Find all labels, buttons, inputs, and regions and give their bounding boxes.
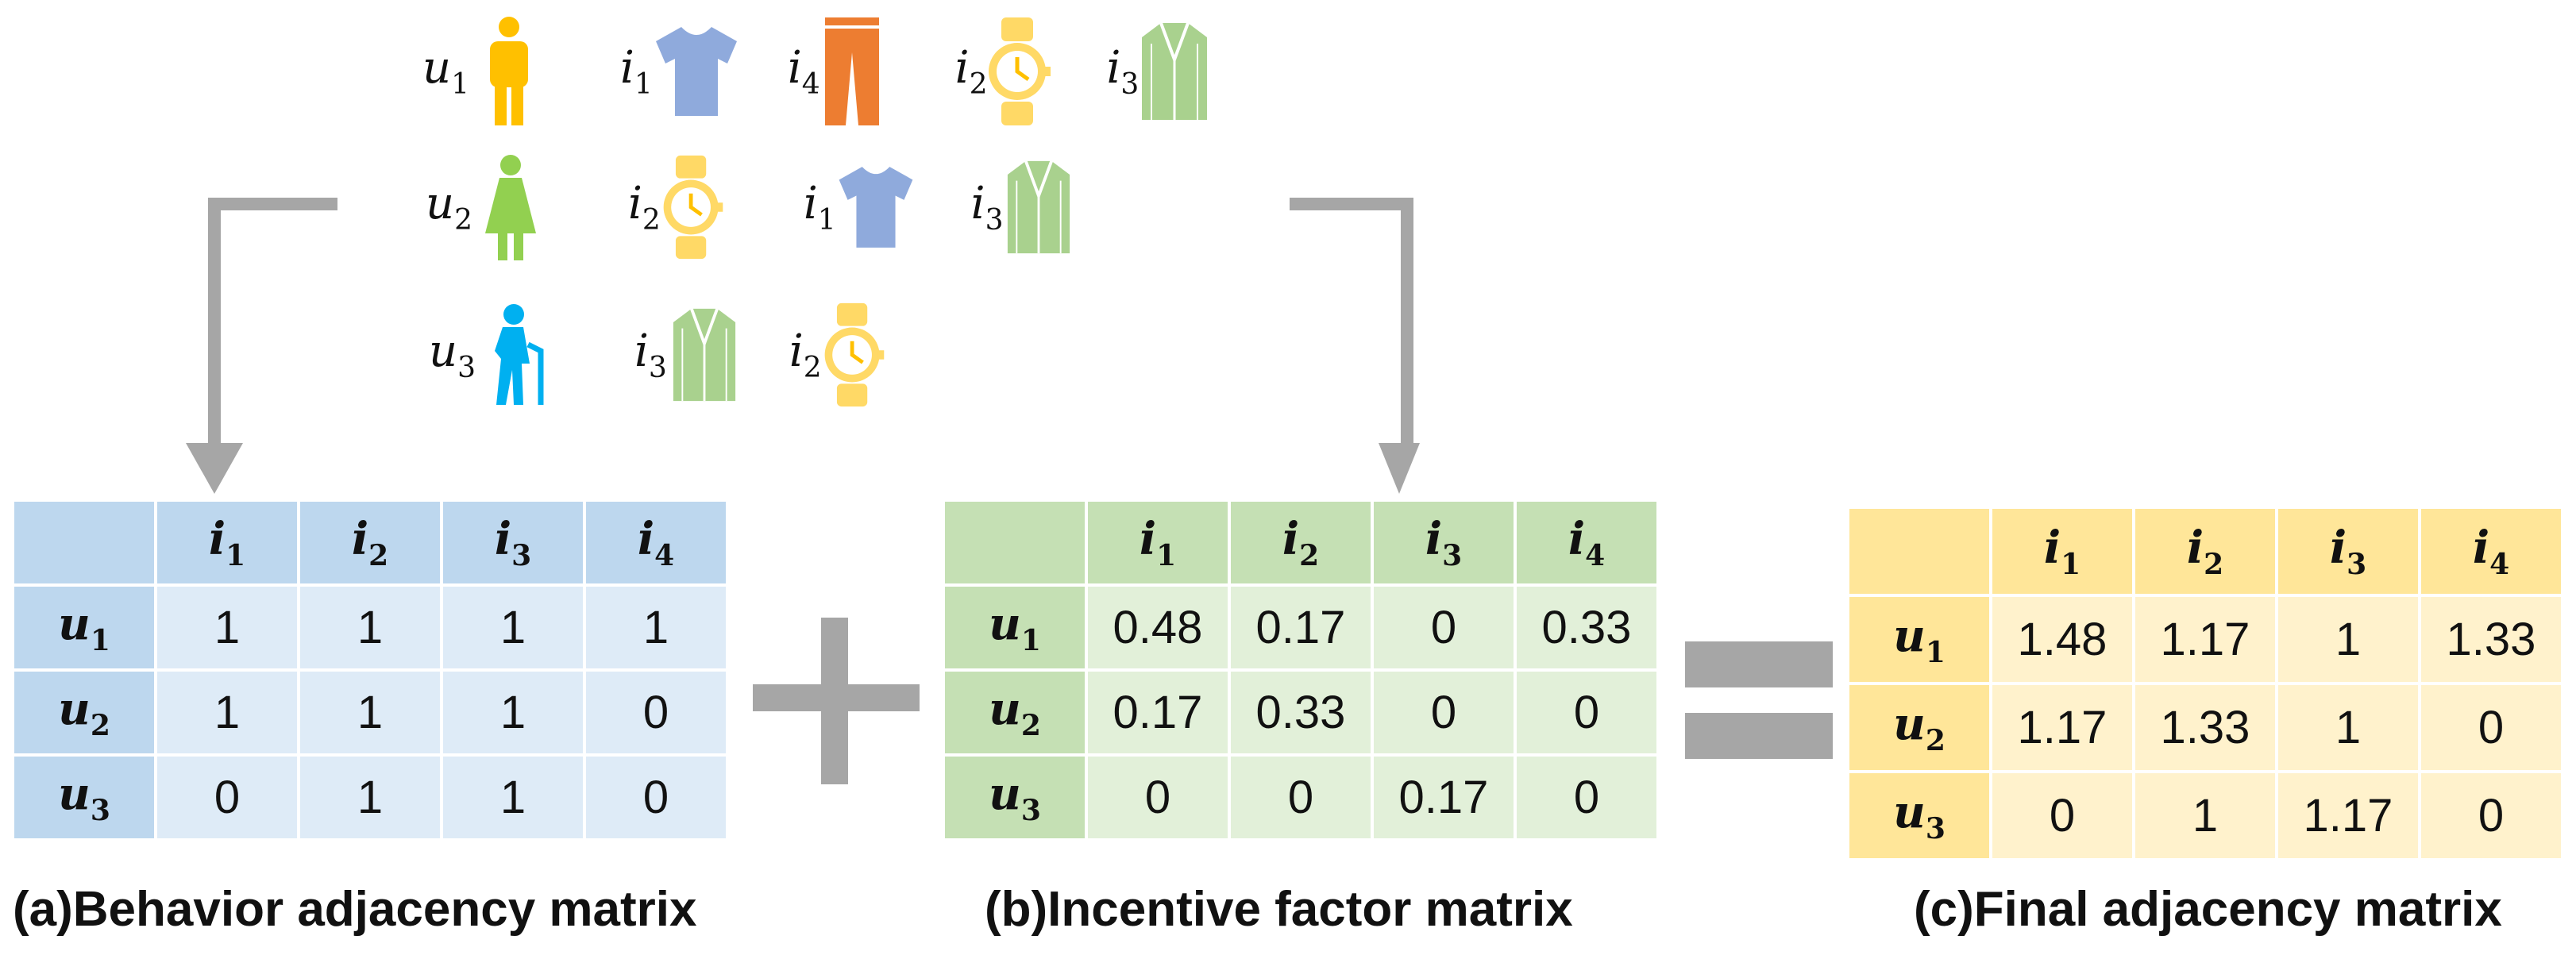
final-adjacency-matrix: i1 i2 i3 i4 u1 1.48 1.17 1 1.33 u2 1.17 … bbox=[1846, 506, 2564, 861]
matrix-cell: 1.48 bbox=[1989, 594, 2135, 685]
jacket-icon bbox=[1008, 160, 1070, 254]
matrix-cell: 0 bbox=[1514, 753, 1660, 841]
pants-icon bbox=[824, 17, 879, 125]
jacket-icon bbox=[1142, 22, 1208, 120]
row-header-u1: u1 bbox=[11, 583, 157, 672]
watch-icon bbox=[989, 17, 1051, 125]
matrix-cell: 0.17 bbox=[1371, 753, 1517, 841]
row-header-u3: u3 bbox=[942, 753, 1088, 841]
item-label: i2 bbox=[954, 42, 988, 101]
matrix-cell: 1 bbox=[2132, 770, 2278, 861]
col-header-i2: i2 bbox=[2132, 506, 2278, 597]
incentive-factor-matrix: i1 i2 i3 i4 u1 0.48 0.17 0 0.33 u2 0.17 … bbox=[942, 499, 1660, 841]
matrix-cell: 1 bbox=[297, 668, 443, 757]
elderly-person-icon bbox=[494, 304, 544, 405]
col-header-i4: i4 bbox=[583, 499, 729, 587]
row-header-u2: u2 bbox=[942, 668, 1088, 757]
matrix-cell: 0 bbox=[1228, 753, 1374, 841]
matrix-cell: 1.17 bbox=[2275, 770, 2421, 861]
col-header-i2: i2 bbox=[1228, 499, 1374, 587]
col-header-i4: i4 bbox=[2418, 506, 2564, 597]
matrix-cell: 0 bbox=[154, 753, 300, 841]
caption-behavior-matrix: (a)Behavior adjacency matrix bbox=[13, 882, 697, 937]
col-header-i1: i1 bbox=[1989, 506, 2135, 597]
matrix-cell: 0 bbox=[583, 753, 729, 841]
caption-incentive-matrix: (b)Incentive factor matrix bbox=[985, 882, 1573, 937]
col-header-i4: i4 bbox=[1514, 499, 1660, 587]
item-label: i2 bbox=[627, 178, 661, 237]
woman-icon bbox=[484, 155, 536, 260]
matrix-cell: 0.17 bbox=[1228, 583, 1374, 672]
right-arrow bbox=[1290, 198, 1420, 494]
user-row-1: u1 i1 i4 i2 i3 bbox=[422, 16, 1210, 127]
watch-icon bbox=[824, 302, 884, 407]
matrix-cell: 0 bbox=[1371, 668, 1517, 757]
row-header-u2: u2 bbox=[1846, 682, 1992, 773]
matrix-cell: 0.17 bbox=[1085, 668, 1231, 757]
matrix-cell: 1 bbox=[154, 583, 300, 672]
equals-sign bbox=[1685, 641, 1833, 759]
item-label: i1 bbox=[619, 42, 653, 101]
row-header-u1: u1 bbox=[1846, 594, 1992, 685]
watch-icon bbox=[663, 155, 723, 260]
matrix-cell: 0 bbox=[2418, 770, 2564, 861]
row-header-u1: u1 bbox=[942, 583, 1088, 672]
matrix-cell: 1 bbox=[2275, 682, 2421, 773]
row-header-u3: u3 bbox=[11, 753, 157, 841]
user-label-u1: u1 bbox=[422, 42, 469, 101]
tshirt-icon bbox=[655, 27, 737, 116]
matrix-cell: 0 bbox=[1085, 753, 1231, 841]
col-header-i1: i1 bbox=[1085, 499, 1231, 587]
plus-sign bbox=[753, 618, 920, 784]
jacket-icon bbox=[673, 308, 735, 402]
matrix-cell: 1 bbox=[440, 668, 586, 757]
matrix-cell: 1 bbox=[583, 583, 729, 672]
item-label: i3 bbox=[1106, 42, 1140, 101]
matrix-cell: 1.33 bbox=[2132, 682, 2278, 773]
matrix-cell: 0 bbox=[1514, 668, 1660, 757]
matrix-cell: 0 bbox=[1989, 770, 2135, 861]
matrix-cell: 1 bbox=[2275, 594, 2421, 685]
behavior-adjacency-matrix: i1 i2 i3 i4 u1 1 1 1 1 u2 1 1 1 0 u3 0 1… bbox=[11, 499, 729, 841]
user-row-2: u2 i2 i1 i3 bbox=[426, 154, 1074, 260]
item-label: i3 bbox=[634, 325, 667, 384]
matrix-corner bbox=[1846, 506, 1992, 597]
col-header-i3: i3 bbox=[2275, 506, 2421, 597]
item-label: i1 bbox=[803, 178, 836, 237]
tshirt-icon bbox=[839, 167, 913, 248]
matrix-cell: 0.48 bbox=[1085, 583, 1231, 672]
item-label: i3 bbox=[970, 178, 1004, 237]
col-header-i3: i3 bbox=[440, 499, 586, 587]
row-header-u2: u2 bbox=[11, 668, 157, 757]
matrix-cell: 1.17 bbox=[1989, 682, 2135, 773]
matrix-cell: 1 bbox=[297, 753, 443, 841]
row-header-u3: u3 bbox=[1846, 770, 1992, 861]
matrix-corner bbox=[11, 499, 157, 587]
matrix-cell: 1.33 bbox=[2418, 594, 2564, 685]
matrix-cell: 0 bbox=[2418, 682, 2564, 773]
matrix-cell: 0.33 bbox=[1228, 668, 1374, 757]
col-header-i2: i2 bbox=[297, 499, 443, 587]
caption-final-matrix: (c)Final adjacency matrix bbox=[1914, 882, 2502, 937]
matrix-cell: 1.17 bbox=[2132, 594, 2278, 685]
matrix-corner bbox=[942, 499, 1088, 587]
user-label-u2: u2 bbox=[426, 178, 472, 237]
user-label-u3: u3 bbox=[429, 325, 476, 384]
matrix-cell: 1 bbox=[440, 753, 586, 841]
left-arrow bbox=[186, 198, 337, 494]
matrix-cell: 0 bbox=[583, 668, 729, 757]
item-label: i2 bbox=[789, 325, 822, 384]
matrix-cell: 1 bbox=[440, 583, 586, 672]
user-row-3: u3 i3 i2 bbox=[429, 302, 885, 408]
matrix-cell: 1 bbox=[154, 668, 300, 757]
man-icon bbox=[489, 17, 528, 125]
item-label: i4 bbox=[787, 42, 820, 101]
matrix-cell: 0 bbox=[1371, 583, 1517, 672]
col-header-i1: i1 bbox=[154, 499, 300, 587]
matrix-cell: 1 bbox=[297, 583, 443, 672]
matrix-cell: 0.33 bbox=[1514, 583, 1660, 672]
col-header-i3: i3 bbox=[1371, 499, 1517, 587]
